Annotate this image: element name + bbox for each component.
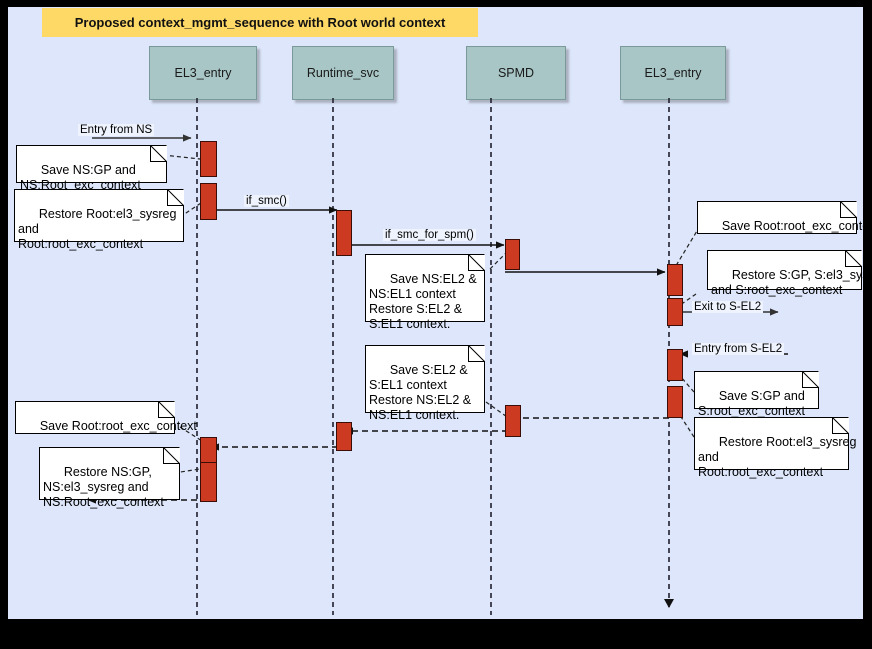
message-label-entry-from-s-el2: Entry from S-EL2	[692, 343, 785, 355]
activation-el3-left-4	[200, 462, 217, 502]
note-fold-line-icon	[802, 371, 819, 388]
note-save-ns-el2-restore-s-el2: Save NS:EL2 & NS:EL1 context Restore S:E…	[365, 254, 485, 331]
message-label-if-smc: if_smc()	[244, 195, 289, 207]
note-fold-corner-icon	[159, 401, 175, 417]
activation-runtime-svc-1	[336, 210, 352, 256]
note-fold-corner-icon	[164, 447, 180, 463]
note-restore-root-el3-sysreg-1: Restore Root:el3_sysreg and Root:root_ex…	[14, 189, 184, 251]
lifeline-header-el3-entry-right[interactable]: EL3_entry	[620, 46, 726, 100]
note-save-ns-gp: Save NS:GP and NS:Root_exc_context	[16, 145, 167, 192]
note-fold-line-icon	[845, 250, 862, 267]
lifeline-header-el3-entry-left[interactable]: EL3_entry	[149, 46, 257, 100]
note-fold-corner-icon	[841, 201, 857, 217]
activation-runtime-svc-2	[336, 422, 352, 451]
note-save-s-gp: Save S:GP and S:root_exc_context	[694, 371, 819, 418]
message-label-if-smc-for-spm: if_smc_for_spm()	[383, 229, 476, 241]
note-fold-line-icon	[840, 201, 857, 218]
note-restore-s-gp: Restore S:GP, S:el3_sysreg and S:root_ex…	[707, 250, 863, 297]
note-fold-corner-icon	[168, 189, 184, 205]
activation-el3-left-2	[200, 183, 217, 220]
note-fold-corner-icon	[469, 345, 485, 361]
note-fold-corner-icon	[803, 371, 819, 387]
activation-spmd-2	[505, 405, 521, 437]
activation-el3-left-3	[200, 437, 217, 463]
note-fold-corner-icon	[469, 254, 485, 270]
note-save-s-el2-restore-ns-el2: Save S:EL2 & S:EL1 context Restore NS:EL…	[365, 345, 485, 422]
note-save-root-exc-context-left: Save Root:root_exc_context	[15, 401, 197, 434]
activation-el3-right-2	[667, 298, 683, 326]
note-fold-corner-icon	[833, 417, 849, 433]
note-fold-corner-icon	[846, 250, 862, 266]
note-fold-line-icon	[832, 417, 849, 434]
activation-el3-right-4	[667, 386, 683, 418]
note-fold-line-icon	[163, 447, 180, 464]
note-fold-line-icon	[468, 345, 485, 362]
note-restore-ns-gp: Restore NS:GP, NS:el3_sysreg and NS:Root…	[39, 447, 180, 509]
note-fold-line-icon	[468, 254, 485, 271]
diagram-canvas: Proposed context_mgmt_sequence with Root…	[8, 7, 863, 619]
note-restore-root-el3-sysreg-2: Restore Root:el3_sysreg and Root:root_ex…	[694, 417, 856, 479]
lifeline-header-spmd[interactable]: SPMD	[466, 46, 566, 100]
activation-el3-left-1	[200, 141, 217, 177]
note-save-root-exc-context-right: Save Root:root_exc_context	[697, 201, 863, 234]
lifeline-end-arrow	[664, 599, 674, 608]
activation-el3-right-3	[667, 349, 683, 381]
activation-spmd-1	[505, 239, 520, 270]
note-fold-line-icon	[150, 145, 167, 162]
solid-messages-2	[210, 206, 666, 276]
lifeline-header-runtime-svc[interactable]: Runtime_svc	[292, 46, 394, 100]
note-fold-corner-icon	[151, 145, 167, 161]
note-fold-line-icon	[158, 401, 175, 418]
diagram-title-banner: Proposed context_mgmt_sequence with Root…	[42, 8, 478, 37]
message-label-exit-to-s-el2: Exit to S-EL2	[692, 301, 764, 313]
activation-el3-right-1	[667, 264, 683, 296]
note-fold-line-icon	[167, 189, 184, 206]
message-label-entry-from-ns: Entry from NS	[78, 124, 155, 136]
